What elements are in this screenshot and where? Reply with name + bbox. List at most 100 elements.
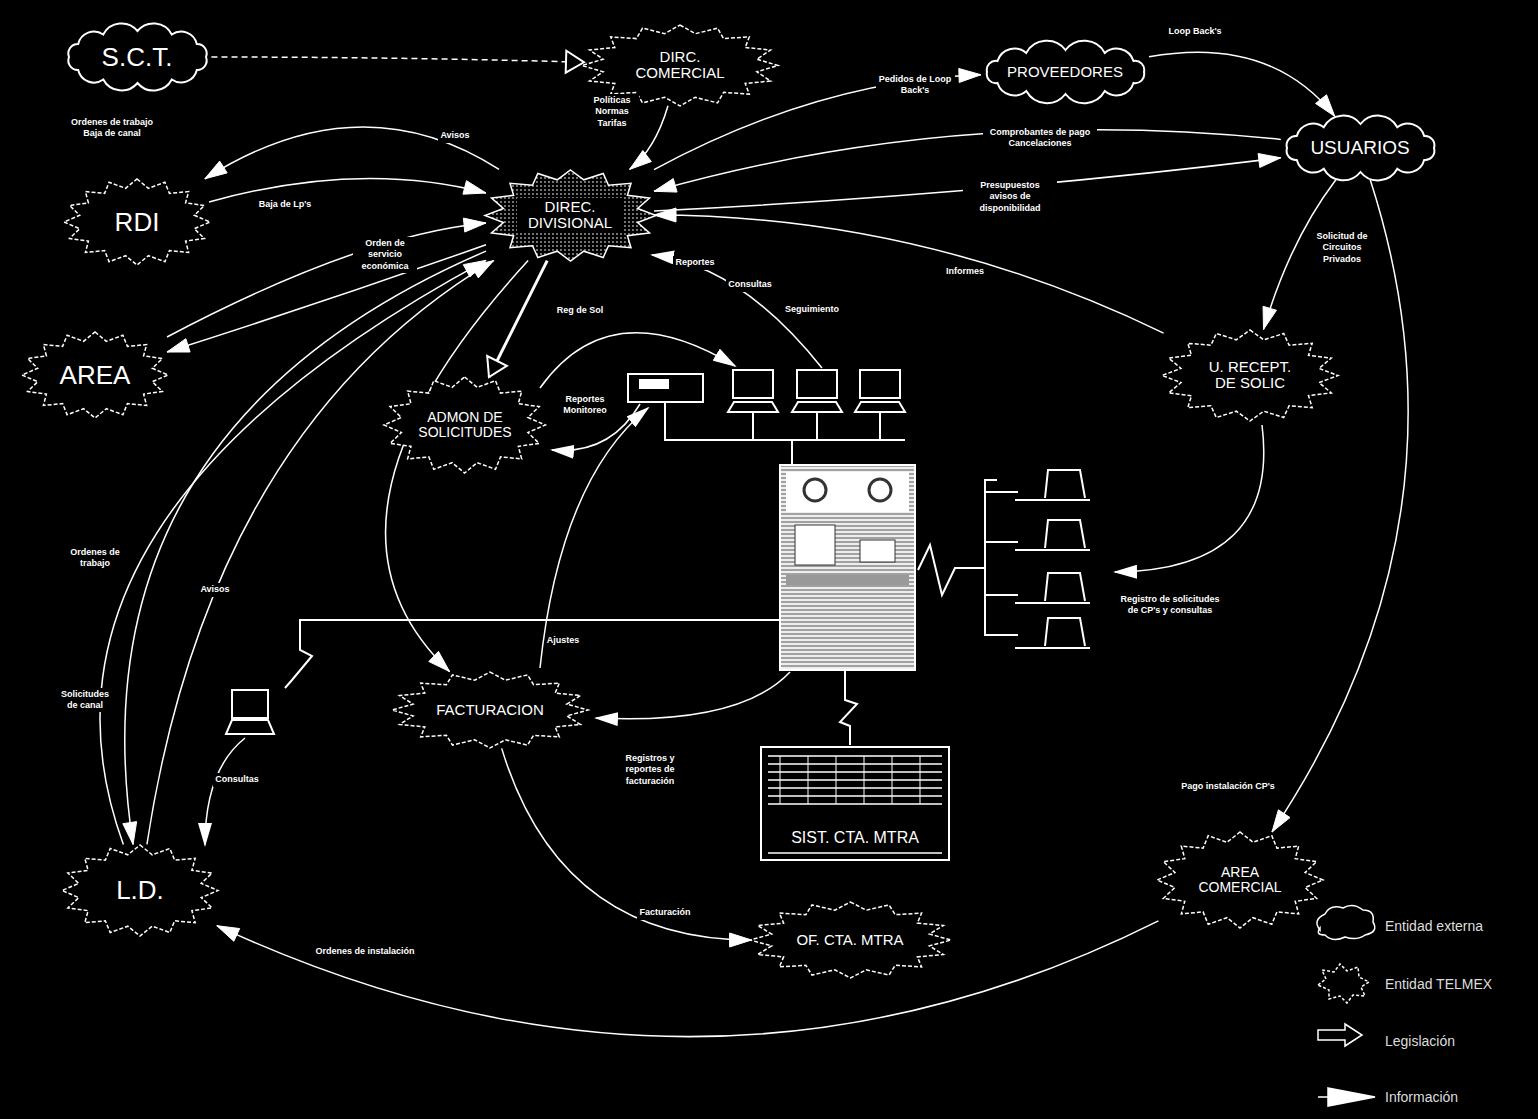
external-entity-cloud: PROVEEDORES: [978, 41, 1153, 103]
edge-label: Pedidos de Loop Back's: [876, 73, 955, 98]
telmex-entity-star: RDI: [62, 177, 212, 267]
flow-label: Consultas: [213, 773, 261, 786]
connector: [209, 178, 486, 202]
star-outline: [750, 902, 951, 978]
cloud-outline: [1286, 116, 1434, 181]
star-outline: [62, 845, 218, 936]
legend-text: Entidad TELMEX: [1385, 976, 1492, 992]
connector-line: [1149, 52, 1335, 116]
rack-line: [768, 787, 942, 789]
arrowhead: [1263, 306, 1276, 329]
rack-line: [768, 852, 942, 854]
computer-network: [628, 370, 905, 465]
edge-label: Solicitud de Circuitos Privados: [1310, 230, 1374, 266]
edge-label: Comprobantes de pago Cancelaciones: [983, 126, 1097, 151]
rack-line: [768, 795, 942, 797]
node-label: FACTURACION: [436, 702, 544, 719]
flow-label: Seguimiento: [783, 303, 841, 316]
edge-label: Orden de servicio económica: [353, 237, 417, 273]
star-outline: [384, 377, 545, 473]
connector: [1272, 180, 1408, 832]
rack-frame: [761, 747, 949, 860]
connector: [100, 260, 486, 844]
connector: [147, 261, 494, 845]
flow-label: Consultas: [726, 278, 774, 291]
edge-label: Ordenes de trabajo Baja de canal: [63, 116, 162, 141]
external-entity-cloud: USUARIOS: [1278, 115, 1443, 181]
arrowhead: [1258, 154, 1281, 168]
connector: [217, 921, 1159, 1037]
connector: [211, 51, 584, 73]
rack-line: [768, 763, 942, 765]
connector-line: [147, 261, 494, 845]
arrowhead: [1316, 95, 1335, 117]
connector-line: [211, 57, 584, 62]
connector-line: [502, 748, 752, 940]
legend-text: Legislación: [1385, 1033, 1455, 1049]
telmex-entity-star: U. RECEPT. DE SOLIC: [1160, 328, 1340, 423]
node-label: AREA COMERCIAL: [1190, 865, 1290, 896]
node-label: S.C.T.: [102, 43, 173, 72]
arrowhead: [959, 68, 981, 82]
mainframe-computer: [780, 465, 915, 670]
legend-text: Información: [1385, 1089, 1458, 1105]
information-arrows: [205, 255, 1264, 845]
arrowhead: [1272, 810, 1290, 832]
arrowhead: [487, 356, 507, 377]
edge-label: Loop Back's: [1166, 25, 1223, 38]
node-label: USUARIOS: [1310, 138, 1409, 159]
flow-label: Reportes: [673, 256, 716, 269]
flow-label: Reg de Sol: [555, 304, 606, 317]
star-outline: [64, 179, 210, 265]
telmex-entity-star: L.D.: [60, 843, 220, 938]
star-outline: [1157, 832, 1323, 928]
arrowhead: [205, 161, 227, 179]
node-label: ADMON DE SOLICITUDES: [415, 410, 515, 441]
connector-line: [217, 921, 1159, 1037]
node-label: OF. CTA. MTRA: [796, 932, 903, 949]
telmex-entity-star: FACTURACION: [390, 670, 590, 750]
arrowhead: [217, 926, 240, 942]
rack-line: [768, 771, 942, 773]
telmex-entity-star: OF. CTA. MTRA: [748, 900, 953, 980]
rack-tick: [836, 756, 837, 804]
node-label: L.D.: [116, 876, 164, 905]
legend-text: Entidad externa: [1385, 918, 1483, 934]
edge-label: Ordenes de trabajo: [63, 546, 127, 571]
rack-line: [768, 803, 942, 805]
connector: [123, 251, 486, 844]
flow-label: Registros y reportes de facturación: [608, 752, 692, 788]
flow-label: Ajustes: [545, 634, 582, 647]
edge-label: Pago instalación CP's: [1166, 780, 1290, 793]
star-outline: [1162, 330, 1338, 421]
arrowhead: [167, 339, 190, 352]
system-box: SIST. CTA. MTRA: [760, 746, 950, 861]
connector-line: [205, 127, 499, 179]
flow-label: Reportes Monitoreo: [556, 393, 615, 418]
edge-label: Facturación: [637, 906, 692, 919]
edge-label: Presupuestos avisos de disponibilidad: [963, 179, 1057, 215]
edge-label: Ordenes de instalación: [313, 945, 416, 958]
connector-line: [209, 178, 486, 202]
connector: [654, 208, 1164, 333]
star-outline: [485, 170, 656, 261]
arrowhead: [463, 218, 486, 232]
edge-label: Baja de Lp's: [257, 198, 314, 211]
cloud-outline: [68, 23, 206, 90]
star-outline: [22, 332, 168, 418]
connector: [1149, 52, 1335, 116]
rack-tick: [808, 756, 809, 804]
rack-tick: [892, 756, 893, 804]
node-label: RDI: [115, 208, 160, 237]
arrowhead: [123, 822, 137, 845]
legend-samples: [1317, 905, 1375, 1106]
communication-links: [226, 470, 1090, 745]
connector: [167, 218, 486, 337]
connector-line: [489, 261, 547, 377]
external-entity-cloud: S.C.T.: [60, 22, 215, 92]
rack-tick: [920, 756, 921, 804]
rack-line: [768, 755, 942, 757]
edge-label: Avisos: [438, 129, 471, 142]
connector-line: [167, 223, 486, 337]
connector-line: [654, 215, 1164, 333]
